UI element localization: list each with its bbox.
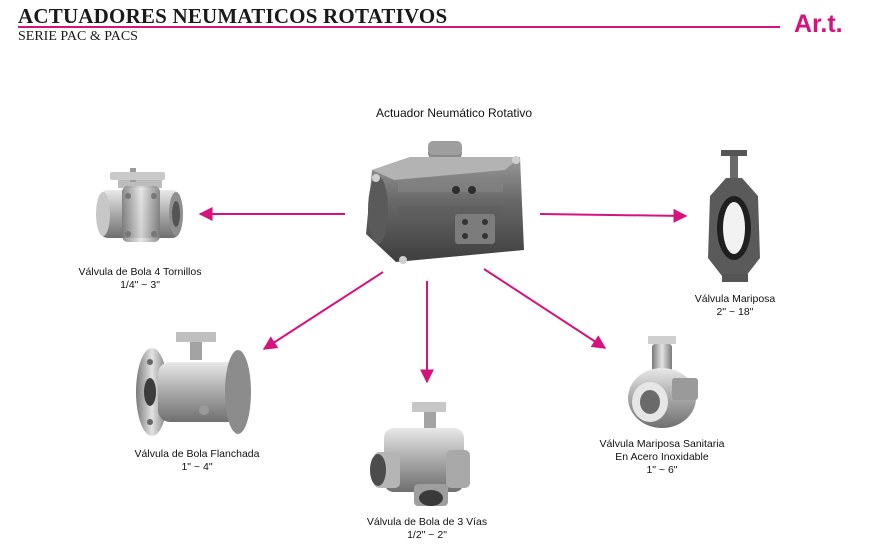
product-label-flanged-ball-valve: Válvula de Bola Flanchada 1" ~ 4" [135,448,260,474]
actuator-label: Actuador Neumático Rotativo [375,106,533,120]
flanged-ball-valve-image [136,332,251,436]
product-label-4-bolt-ball-valve: Válvula de Bola 4 Tornillos 1/4" ~ 3" [79,266,202,292]
product-label-sanitary-butterfly-valve: Válvula Mariposa Sanitaria En Acero Inox… [600,438,725,477]
product-size: 1/4" ~ 3" [120,279,160,291]
arrow-to-butterfly-valve [539,208,688,223]
product-name-line2: En Acero Inoxidable [615,451,709,463]
sanitary-butterfly-valve-image [628,336,698,428]
product-label-3-way-ball-valve: Válvula de Bola de 3 Vías 1/2" ~ 2" [367,516,487,542]
pneumatic-actuator-image [366,141,524,264]
product-size: 1" ~ 6" [646,464,678,476]
product-name: Válvula de Bola de 3 Vías [366,516,488,528]
ball-valve-4-bolt-image [96,168,183,242]
product-name: Válvula de Bola Flanchada [134,448,260,460]
page-subtitle: SERIE PAC & PACS [18,29,138,44]
product-name: Válvula Mariposa Sanitaria [599,438,725,450]
arrow-to-flanged-ball-valve [262,271,384,350]
product-label-butterfly-valve: Válvula Mariposa 2" ~ 18" [695,293,776,319]
page-title: ACTUADORES NEUMATICOS ROTATIVOS [18,4,448,28]
3-way-ball-valve-image [370,402,470,506]
brand-logo: Ar.t. [794,10,843,38]
product-size: 1/2" ~ 2" [407,529,447,541]
header-rule [18,26,780,28]
arrow-to-sanitary-butterfly-valve [483,268,607,349]
product-size: 2" ~ 18" [716,306,754,318]
product-name: Válvula de Bola 4 Tornillos [78,266,202,278]
product-name: Válvula Mariposa [694,293,776,305]
connector-arrows [198,207,688,384]
butterfly-valve-image [708,150,760,282]
product-size: 1" ~ 4" [181,461,213,473]
